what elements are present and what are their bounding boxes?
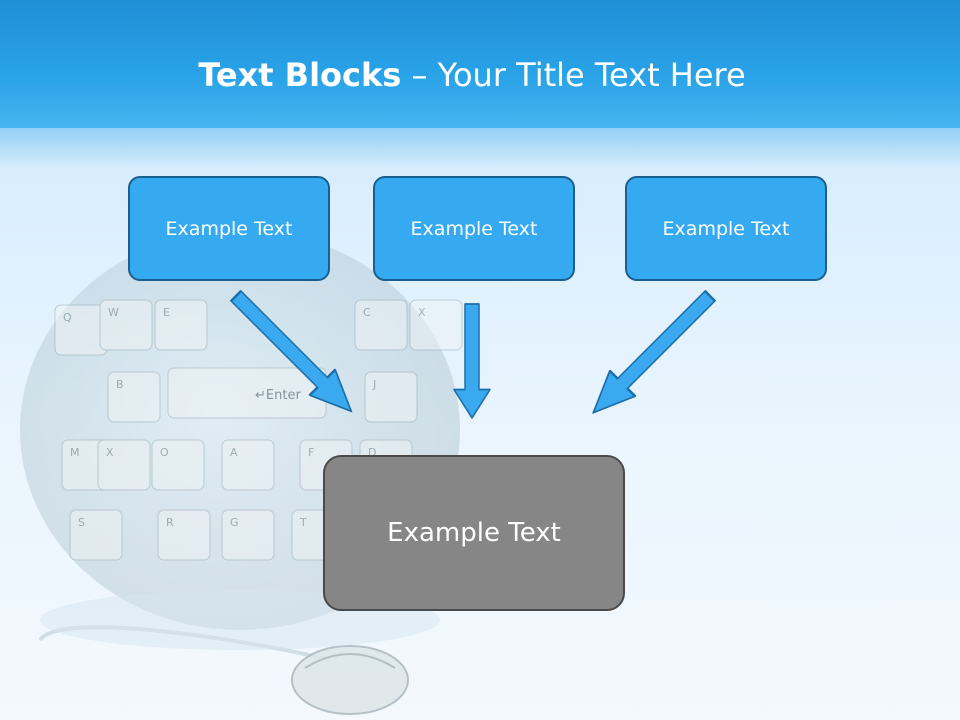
arrow-left-diagonal [230, 290, 353, 413]
title-bar [0, 0, 960, 128]
title-dash: – [411, 56, 428, 94]
background-key-letter: X [418, 306, 426, 319]
background-key-letter: A [230, 446, 238, 459]
background-key [154, 299, 208, 351]
background-key [221, 439, 275, 491]
text-block-left: Example Text [128, 176, 330, 281]
background-key-letter: E [163, 306, 170, 319]
background-key-letter: O [160, 446, 169, 459]
title-bar-fade [0, 128, 960, 168]
background-key-letter: T [299, 516, 307, 529]
background-key [409, 299, 463, 351]
background-key [364, 371, 418, 423]
background-key [69, 509, 123, 561]
text-block-center: Example Text [373, 176, 575, 281]
background-key-letter: Q [63, 311, 72, 324]
mouse-icon [291, 645, 409, 715]
background-key [157, 509, 211, 561]
background-key-letter: D [368, 446, 376, 459]
background-key-letter: W [108, 306, 119, 319]
background-key [354, 299, 408, 351]
background-key-letter: B [116, 378, 124, 391]
text-block-right: Example Text [625, 176, 827, 281]
background-key-letter: J [372, 378, 376, 391]
enter-key-label: ↵Enter [255, 388, 301, 403]
background-key-letter: C [363, 306, 371, 319]
background-key-letter: X [106, 446, 114, 459]
arrow-right-diagonal [592, 290, 716, 414]
background-key-letter: R [166, 516, 174, 529]
background-key-letter: M [70, 446, 80, 459]
background-key [107, 371, 161, 423]
text-block-bottom: Example Text [323, 455, 625, 611]
background-key [97, 439, 151, 491]
background-key-letter: G [230, 516, 239, 529]
background-key-letter: S [78, 516, 85, 529]
arrow-center-down [453, 303, 491, 419]
slide-title: Text Blocks – Your Title Text Here [0, 52, 944, 98]
background-key [221, 509, 275, 561]
background-key [99, 299, 153, 351]
title-rest: Your Title Text Here [437, 56, 746, 94]
title-bold: Text Blocks [198, 56, 402, 94]
background-key-letter: F [308, 446, 314, 459]
background-key [151, 439, 205, 491]
